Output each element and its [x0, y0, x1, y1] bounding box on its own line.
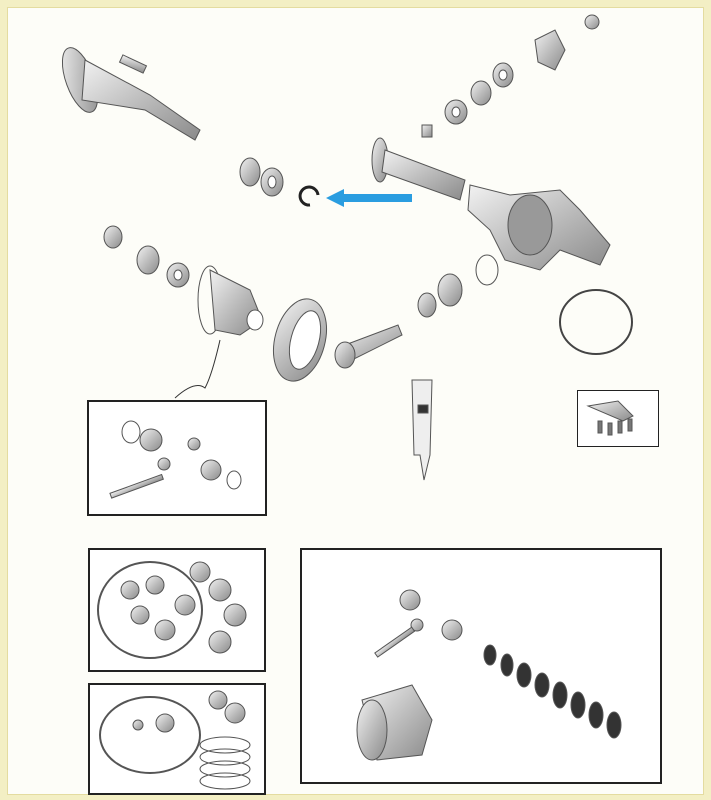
carrier-bearing[interactable]: [103, 225, 190, 288]
yoke-nut[interactable]: [584, 14, 600, 30]
wheel-stud[interactable]: [118, 54, 148, 74]
master-overhaul-kit[interactable]: [88, 548, 266, 672]
callout-line: [174, 339, 221, 399]
hardware-kit[interactable]: [577, 390, 659, 447]
callout-arrow: [326, 189, 412, 207]
pinion-bearing[interactable]: [444, 62, 514, 125]
sealant-tube[interactable]: [411, 379, 433, 481]
ring-gear[interactable]: [265, 293, 335, 387]
differential-gear-kit[interactable]: [87, 400, 267, 516]
cover-gasket[interactable]: [559, 289, 633, 355]
pinion-yoke[interactable]: [534, 29, 566, 71]
pinion-bearing-lower[interactable]: [417, 254, 499, 318]
axle-shaft[interactable]: [55, 43, 201, 141]
bearing-seal-kit[interactable]: [88, 683, 266, 795]
differential-case[interactable]: [197, 265, 264, 336]
limited-slip-differential-kit[interactable]: [300, 548, 662, 784]
axle-housing[interactable]: [371, 137, 611, 271]
pinion-nut[interactable]: [421, 124, 433, 138]
c-clip[interactable]: [298, 185, 320, 207]
pinion-gear[interactable]: [334, 324, 403, 369]
axle-bearing[interactable]: [239, 157, 284, 197]
